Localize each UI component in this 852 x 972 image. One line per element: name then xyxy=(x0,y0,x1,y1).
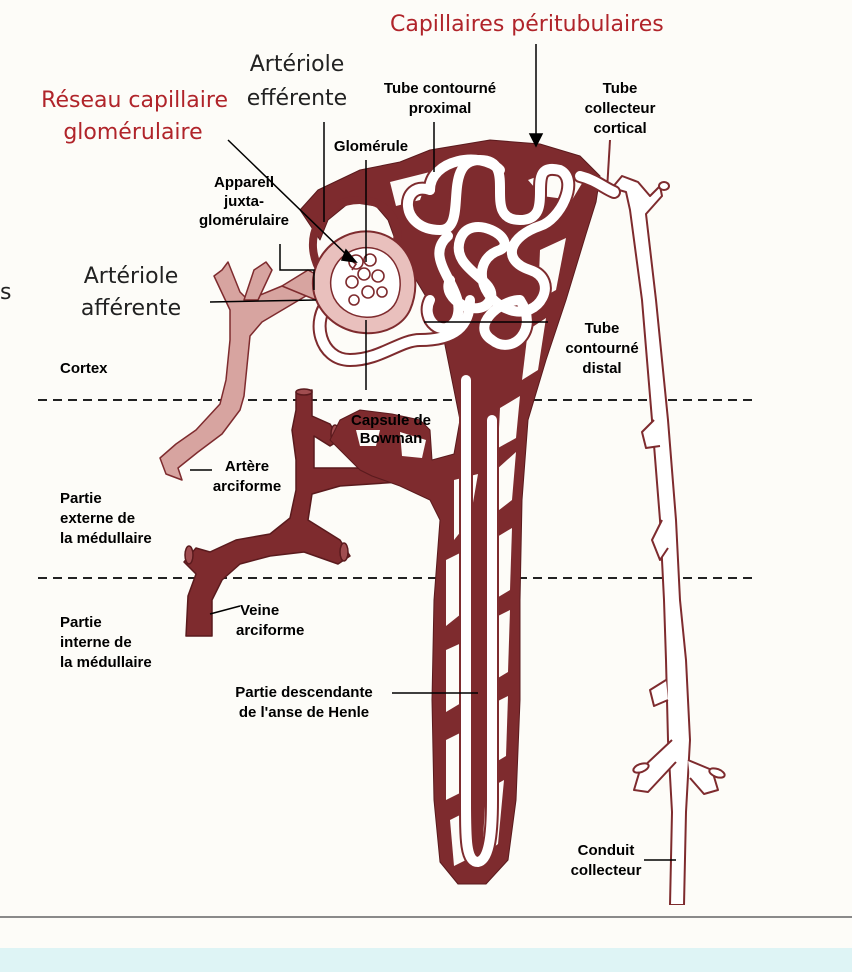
convoluted-tubules xyxy=(312,152,621,869)
label-capsule-1: Capsule de xyxy=(350,412,432,429)
pointer-arteriole-afferente xyxy=(209,299,317,303)
label-artere-2: arciforme xyxy=(212,478,282,495)
label-arteriole-efferente-1: Artériole xyxy=(249,52,345,77)
label-tube-distal-3: distal xyxy=(582,360,622,377)
label-conduit-2: collecteur xyxy=(570,862,642,879)
label-tube-distal-2: contourné xyxy=(565,340,639,357)
footer-bar xyxy=(0,948,852,972)
collecting-duct xyxy=(611,175,726,905)
label-medullaire-interne-1: Partie xyxy=(60,614,102,631)
label-tube-proximal-2: proximal xyxy=(408,100,472,117)
efferent-arteriole xyxy=(309,195,402,278)
label-veine-1: Veine xyxy=(240,602,280,619)
label-tube-collecteur-3: cortical xyxy=(593,120,647,137)
label-edge-fragment: s xyxy=(0,280,12,305)
label-arteriole-afferente-2: afférente xyxy=(80,296,182,321)
nephron-diagram xyxy=(38,44,752,905)
label-conduit-1: Conduit xyxy=(577,842,635,859)
label-capsule-2: Bowman xyxy=(359,430,423,447)
label-reseau-capillaire-2: glomérulaire xyxy=(63,120,203,145)
label-artere-1: Artère xyxy=(224,458,270,475)
label-medullaire-externe-3: la médullaire xyxy=(60,530,152,547)
bowman-capsule xyxy=(311,230,417,335)
label-medullaire-interne-2: interne de xyxy=(60,634,132,651)
pointer-appareil xyxy=(279,244,315,290)
label-tube-collecteur-2: collecteur xyxy=(584,100,656,117)
label-appareil-2: juxta- xyxy=(223,193,264,210)
label-glomerule: Glomérule xyxy=(333,138,409,155)
label-appareil-3: glomérulaire xyxy=(198,212,290,229)
section-divider xyxy=(0,916,852,918)
label-medullaire-externe-2: externe de xyxy=(60,510,136,527)
label-cortex: Cortex xyxy=(60,360,108,377)
label-capillaires-peritubulaires: Capillaires péritubulaires xyxy=(390,12,664,37)
arrowhead-reseau xyxy=(340,248,358,264)
leader-lines xyxy=(190,44,676,861)
label-arteriole-afferente-1: Artériole xyxy=(83,264,179,289)
label-tube-distal-1: Tube xyxy=(584,320,620,337)
pointer-reseau-capillaire xyxy=(227,139,353,261)
label-tube-collecteur-1: Tube xyxy=(602,80,638,97)
arrowhead-capillaires xyxy=(528,133,544,148)
label-medullaire-interne-3: la médullaire xyxy=(60,654,152,671)
label-appareil-1: Appareil xyxy=(213,174,274,191)
glomerulus xyxy=(345,253,388,306)
label-arteriole-efferente-2: efférente xyxy=(246,86,348,111)
label-anse-henle-2: de l'anse de Henle xyxy=(238,704,370,721)
pointer-veine xyxy=(209,605,241,615)
label-veine-2: arciforme xyxy=(236,622,305,639)
label-medullaire-externe-1: Partie xyxy=(60,490,102,507)
label-anse-henle-1: Partie descendante xyxy=(235,684,373,701)
arcuate-vein xyxy=(183,388,441,637)
footer-area xyxy=(0,918,852,972)
label-tube-proximal-1: Tube contourné xyxy=(383,80,497,97)
label-reseau-capillaire-1: Réseau capillaire xyxy=(41,88,228,113)
